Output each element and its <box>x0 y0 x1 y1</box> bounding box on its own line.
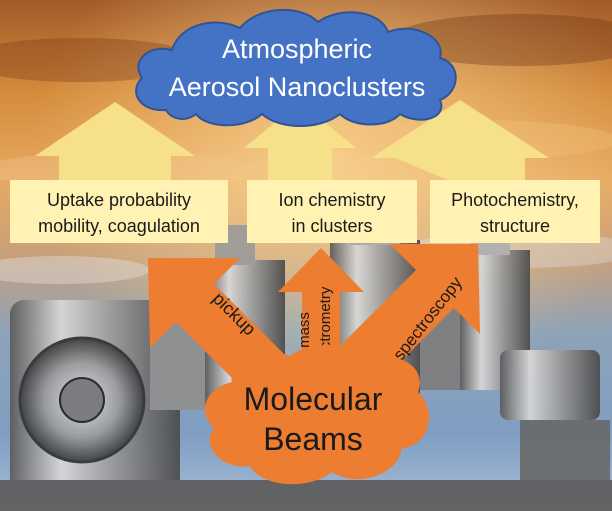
ion-box-shape <box>247 180 417 243</box>
photo-up-arrow <box>371 100 549 180</box>
photo-box: Photochemistry, structure <box>430 180 600 243</box>
molecular-beams-source: Molecular Beams <box>204 344 430 485</box>
photo-box-line1: Photochemistry, <box>451 190 579 210</box>
uptake-box-shape <box>10 180 228 243</box>
molecular-beams-line2: Beams <box>263 421 363 457</box>
aerosol-cloud: Atmospheric Aerosol Nanoclusters <box>135 9 457 127</box>
ion-box-line1: Ion chemistry <box>278 190 385 210</box>
ion-up-arrow-shape <box>244 102 356 180</box>
photo-up-arrow-shape <box>371 100 549 180</box>
molecular-beams-shape <box>204 344 430 485</box>
spectroscopy-arrow-shape <box>334 244 480 390</box>
uptake-up-arrow-shape <box>35 102 195 180</box>
uptake-up-arrow <box>35 102 195 180</box>
ion-box-line2: in clusters <box>291 216 372 236</box>
molecular-beams-line1: Molecular <box>244 381 383 417</box>
mass-spec-arrow-label-line1: mass <box>296 312 313 348</box>
photo-box-shape <box>430 180 600 243</box>
cloud-shape <box>135 9 457 127</box>
mass-spec-arrow-shape <box>278 248 364 400</box>
cloud-title-line1: Atmospheric <box>222 34 372 64</box>
photo-box-line2: structure <box>480 216 550 236</box>
uptake-box-line2: mobility, coagulation <box>38 216 200 236</box>
ion-box: Ion chemistry in clusters <box>247 180 417 243</box>
uptake-box-line1: Uptake probability <box>47 190 191 210</box>
cloud-title-line2: Aerosol Nanoclusters <box>169 72 426 102</box>
ion-up-arrow <box>244 102 356 180</box>
uptake-box: Uptake probability mobility, coagulation <box>10 180 228 243</box>
